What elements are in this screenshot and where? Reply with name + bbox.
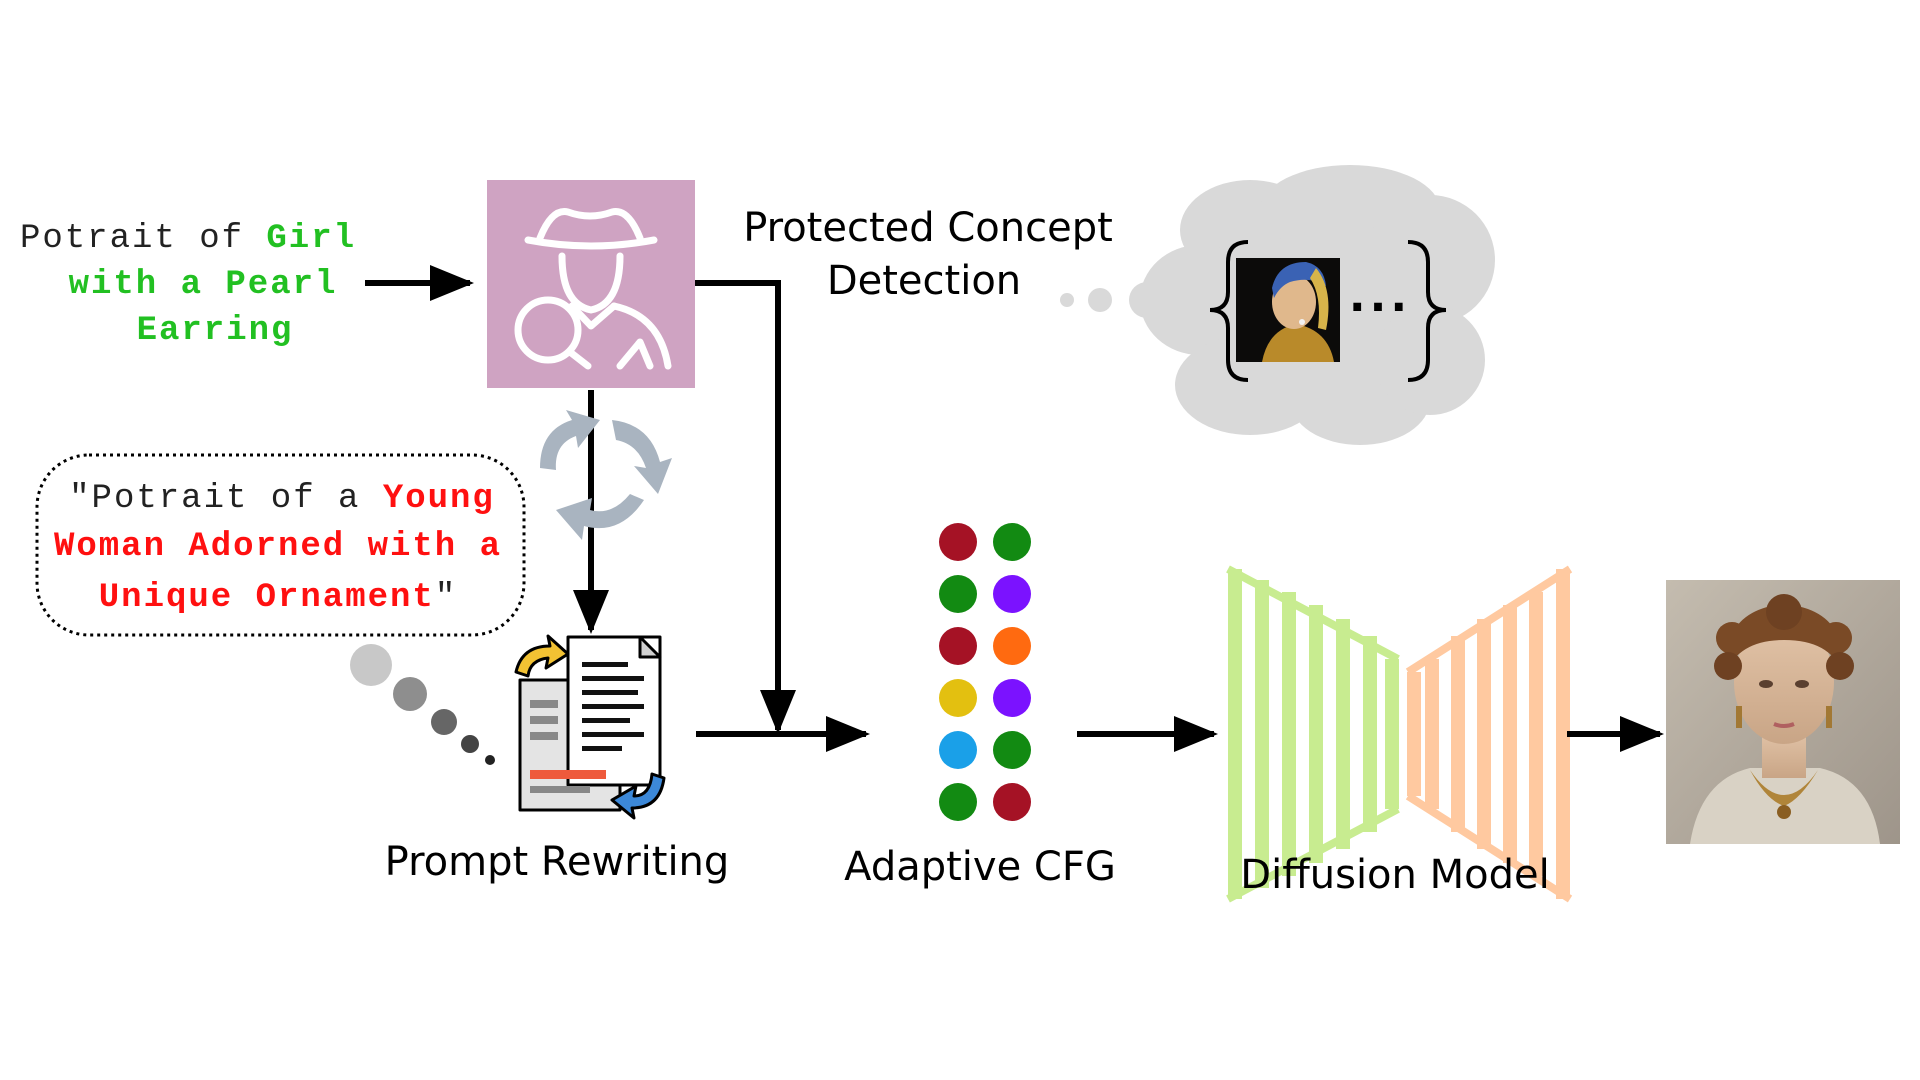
detector-box bbox=[487, 180, 695, 388]
decoder-layer bbox=[1477, 619, 1491, 849]
decoder-layer bbox=[1556, 569, 1570, 899]
cfg-dot bbox=[993, 523, 1031, 561]
svg-text:"Potrait of a Young: "Potrait of a Young bbox=[69, 480, 495, 518]
input-prompt-line3: Earring bbox=[137, 312, 294, 350]
encoder-outline bbox=[1226, 565, 1400, 903]
cfg-dot bbox=[939, 679, 977, 717]
rewritten-prompt-bubble bbox=[35, 453, 526, 637]
encoder-layer bbox=[1255, 580, 1269, 888]
input-prompt-highlight: Girl bbox=[266, 220, 356, 258]
set-brace-left bbox=[1209, 240, 1249, 382]
ellipsis: ··· bbox=[1349, 282, 1411, 333]
rewritten-prompt-tail: " bbox=[435, 579, 457, 617]
input-prompt-plain: Potrait of bbox=[20, 220, 266, 258]
pearl-earring-painting-thumbnail bbox=[1236, 258, 1340, 362]
cfg-dot bbox=[939, 627, 977, 665]
svg-text:Unique Ornament": Unique Ornament" bbox=[99, 579, 457, 617]
refresh-cycle-icon bbox=[540, 410, 672, 540]
encoder-layer bbox=[1363, 636, 1377, 832]
input-prompt-line2: with a Pearl bbox=[69, 266, 338, 304]
decoder-layer bbox=[1407, 672, 1421, 796]
encoder-layer bbox=[1309, 605, 1323, 863]
detective-magnifier-icon bbox=[514, 208, 672, 370]
detection-label-line2: Detection bbox=[827, 258, 1021, 304]
set-brace-right bbox=[1407, 240, 1447, 382]
decoder-layer bbox=[1451, 636, 1465, 832]
cfg-dot bbox=[993, 575, 1031, 613]
cfg-dot bbox=[939, 575, 977, 613]
decoder-layer bbox=[1529, 592, 1543, 876]
input-prompt: Potrait of Girl with a Pearl Earring bbox=[20, 220, 356, 350]
diffusion-label: Diffusion Model bbox=[1240, 852, 1549, 898]
rewriting-label: Prompt Rewriting bbox=[385, 839, 730, 885]
cfg-dot bbox=[993, 679, 1031, 717]
decoder-layer bbox=[1503, 605, 1517, 863]
cfg-dot bbox=[993, 783, 1031, 821]
encoder-layer bbox=[1336, 619, 1350, 849]
decoder-outline bbox=[1405, 565, 1573, 903]
rewritten-prompt-highlight-2: Unique Ornament bbox=[99, 579, 435, 617]
encoder-layer bbox=[1228, 569, 1242, 899]
detection-label-line1: Protected Concept bbox=[743, 205, 1113, 251]
diffusion-model-unet bbox=[1226, 565, 1573, 903]
cfg-dot bbox=[993, 731, 1031, 769]
thought-bubbles-rewrite bbox=[350, 644, 495, 765]
decoder-layer bbox=[1425, 659, 1439, 809]
cfg-label: Adaptive CFG bbox=[844, 844, 1116, 890]
adaptive-cfg-dots bbox=[939, 523, 1031, 821]
encoder-layer bbox=[1282, 592, 1296, 876]
rewritten-prompt-highlight-1: Young bbox=[383, 480, 495, 518]
arrow-detector-to-cfg bbox=[695, 280, 796, 734]
rewritten-prompt-line2: Woman Adorned with a bbox=[54, 528, 502, 566]
generated-portrait-image bbox=[1666, 580, 1900, 844]
document-rewrite-icon bbox=[514, 634, 666, 820]
cfg-dot bbox=[939, 783, 977, 821]
svg-text:Potrait of Girl: Potrait of Girl bbox=[20, 220, 356, 258]
cfg-dot bbox=[993, 627, 1031, 665]
cfg-dot bbox=[939, 523, 977, 561]
cfg-dot bbox=[939, 731, 977, 769]
encoder-layer bbox=[1385, 659, 1399, 809]
rewritten-prompt-plain: "Potrait of a bbox=[69, 480, 383, 518]
